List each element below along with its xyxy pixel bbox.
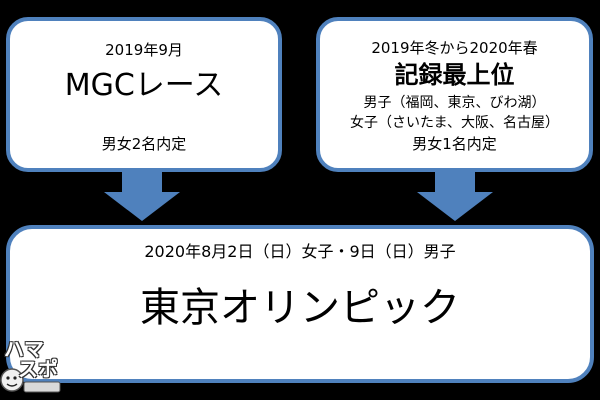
record-title: 記録最上位 — [394, 61, 515, 89]
record-women: 女子（さいたま、大阪、名古屋） — [349, 115, 560, 131]
olympic-title: 東京オリンピック — [140, 285, 460, 331]
logo-text-line2: スポ — [18, 357, 58, 381]
logo-text-line1: ハマ — [4, 337, 44, 361]
mgc-race-box: 2019年9月 MGCレース 男女2名内定 — [6, 17, 282, 172]
mgc-title: MGCレース — [64, 68, 224, 103]
record-top-box: 2019年冬から2020年春 記録最上位 男子（福岡、東京、びわ湖） 女子（さい… — [316, 17, 593, 172]
olympic-dates: 2020年8月2日（日）女子・9日（日）男子 — [144, 242, 456, 261]
down-arrow-right-icon — [417, 170, 493, 221]
mgc-date: 2019年9月 — [105, 41, 183, 59]
tokyo-olympics-box: 2020年8月2日（日）女子・9日（日）男子 東京オリンピック — [6, 225, 594, 383]
record-period: 2019年冬から2020年春 — [371, 39, 538, 57]
logo-mascot-icon — [0, 368, 61, 393]
mgc-note: 男女2名内定 — [101, 135, 187, 153]
record-note: 男女1名内定 — [412, 135, 497, 153]
down-arrow-left-icon — [104, 170, 180, 221]
record-men: 男子（福岡、東京、びわ湖） — [363, 95, 546, 111]
hamaspo-logo: ハマ スポ — [0, 336, 62, 396]
